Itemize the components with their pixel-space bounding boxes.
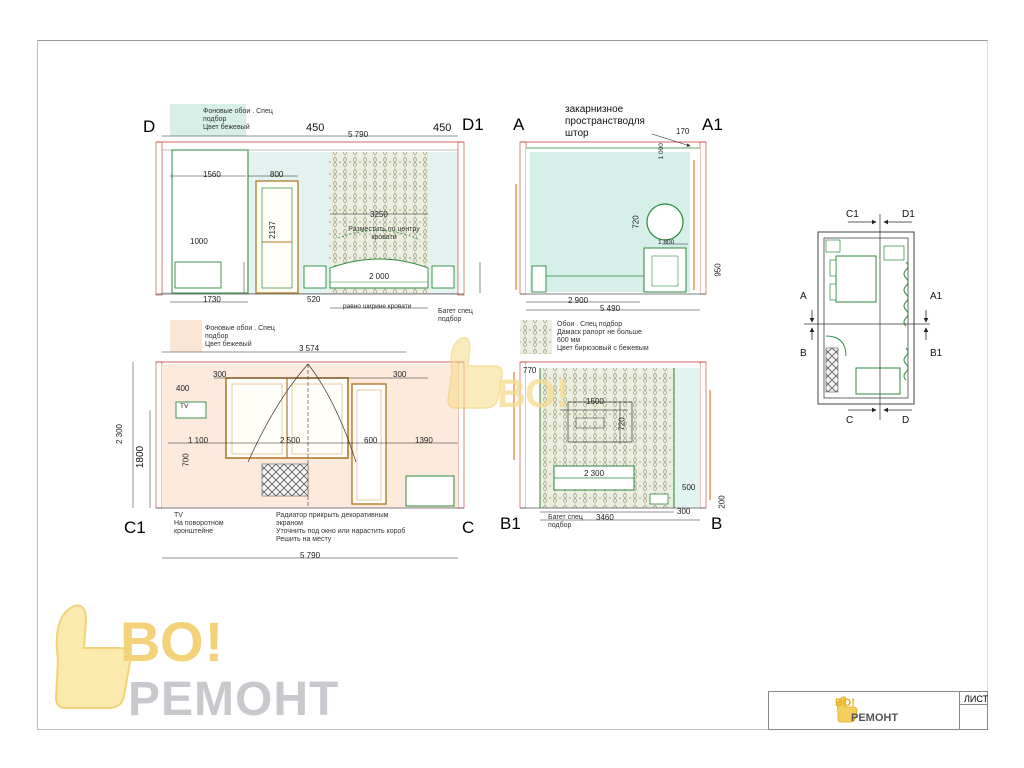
dim-1800-a: 1 800	[658, 239, 675, 246]
dim-720-b: 720	[617, 417, 627, 431]
dim-450-right: 450	[433, 122, 452, 134]
axis-label-b: B	[711, 514, 723, 533]
dim-450-left: 450	[306, 122, 325, 134]
dim-3250: 3250	[370, 210, 388, 219]
dim-200: 200	[717, 495, 727, 509]
dim-1100: 1 100	[188, 436, 209, 445]
dim-1800: 1800	[135, 445, 147, 469]
dim-500: 500	[682, 483, 696, 492]
title-block-divider	[959, 692, 960, 729]
elevation-a-a1	[515, 133, 707, 311]
dim-1000: 1000	[190, 237, 208, 246]
dim-3460: 3460	[596, 513, 614, 522]
dim-950: 950	[713, 263, 723, 277]
elevation-b1-b	[513, 320, 711, 521]
dim-5490: 5 490	[600, 304, 621, 313]
dim-300-b: 300	[677, 507, 691, 516]
dim-300-left: 300	[213, 370, 227, 379]
floor-plan	[804, 214, 930, 420]
dim-720: 720	[631, 215, 641, 229]
logo-remont-small: РЕМОНТ	[851, 712, 899, 724]
dim-600: 600	[364, 436, 378, 445]
dim-2300-b: 2 300	[584, 469, 605, 478]
logo-remont-large: РЕМОНТ	[128, 673, 340, 726]
logo-thumb-small	[837, 696, 858, 723]
dim-3574: 3 574	[299, 344, 320, 353]
logo-vo-large: ВО!	[120, 610, 225, 673]
axis-label-c: C	[462, 518, 475, 537]
dim-800: 800	[270, 170, 284, 179]
plan-axis-b: B	[800, 348, 807, 359]
dim-5790-bottom: 5 790	[300, 551, 321, 560]
dim-300-right: 300	[393, 370, 407, 379]
plan-axis-a1: A1	[930, 291, 943, 302]
watermark-thumb-center	[447, 337, 504, 409]
plan-axis-d1: D1	[902, 209, 915, 220]
note-tv: TV	[180, 403, 189, 410]
dim-2500: 2 500	[280, 436, 301, 445]
axis-label-a: A	[513, 115, 525, 134]
dim-1390: 1390	[415, 436, 433, 445]
logo-thumb-large	[54, 604, 132, 709]
title-block-divider-h	[959, 704, 987, 705]
watermark-logo-center: ВО!	[497, 372, 570, 416]
dim-2900: 2 900	[568, 296, 589, 305]
dim-1560: 1560	[203, 170, 221, 179]
dim-1730: 1730	[203, 295, 221, 304]
elevation-d-d1	[155, 104, 481, 309]
axis-label-a1: A1	[702, 115, 723, 134]
drawing-frame	[37, 40, 988, 730]
dim-5790-top: 5 790	[348, 130, 369, 139]
plan-axis-d: D	[902, 415, 910, 426]
plan-axis-c1: C1	[846, 209, 859, 220]
dim-520: 520	[307, 295, 321, 304]
plan-axis-c: C	[846, 415, 854, 426]
elevation-c1-c	[132, 320, 465, 559]
dim-700: 700	[181, 453, 191, 467]
axis-label-d: D	[143, 117, 156, 136]
plan-axis-b1: B1	[930, 348, 943, 359]
dim-2137: 2137	[267, 221, 277, 239]
dim-770: 770	[523, 366, 537, 375]
dim-1500: 1500	[586, 397, 604, 406]
dim-2000-bed: 2 000	[369, 272, 390, 281]
sheet-label: ЛИСТ	[964, 694, 989, 704]
plan-axis-a: A	[800, 291, 807, 302]
axis-label-c1: C1	[124, 518, 146, 537]
axis-label-d1: D1	[462, 115, 484, 134]
dim-1000-a: 1 000	[657, 143, 665, 160]
dim-170: 170	[676, 127, 690, 136]
title-block: ЛИСТ ВО! РЕМОНТ	[768, 691, 988, 730]
dim-2300-c: 2 300	[115, 423, 125, 445]
note-bed-center: равно ширине кровати	[343, 303, 412, 310]
logo-vo-small: ВО!	[835, 697, 855, 709]
dim-400: 400	[176, 384, 190, 393]
axis-label-b1: B1	[500, 514, 521, 533]
